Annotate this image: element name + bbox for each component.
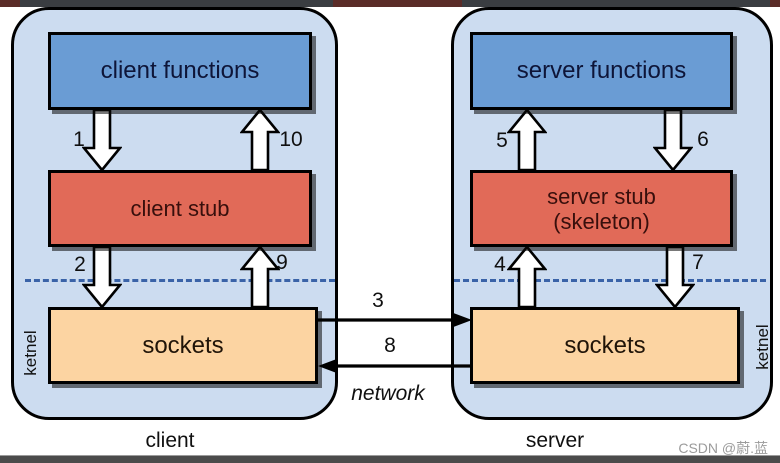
arrow-4-up-icon — [507, 246, 547, 308]
step-6-label: 6 — [697, 128, 709, 151]
server-stub-label-line1: server stub — [547, 183, 656, 209]
step-7-label: 7 — [692, 251, 704, 274]
step-8-label: 8 — [384, 334, 396, 357]
step-3-label: 3 — [372, 289, 384, 312]
arrow-6-down-icon — [653, 109, 693, 171]
step-9-label: 9 — [276, 251, 288, 274]
server-functions-label: server functions — [516, 57, 687, 84]
client-functions-label: client functions — [100, 57, 260, 84]
arrow-7-down-icon — [655, 246, 695, 308]
client-caption: client — [145, 429, 195, 452]
top-screen-sliver — [0, 0, 780, 7]
client-sockets-box: sockets — [48, 307, 318, 384]
client-kernel-label: ketnel — [21, 330, 40, 376]
client-functions-box: client functions — [48, 32, 312, 110]
bottom-screen-sliver — [0, 455, 780, 463]
step-2-label: 2 — [74, 253, 86, 276]
step-10-label: 10 — [279, 128, 303, 151]
top-sliver-segment — [20, 0, 333, 7]
step-5-label: 5 — [496, 129, 508, 152]
arrow-9-up-icon — [240, 246, 280, 308]
step-1-label: 1 — [73, 128, 85, 151]
server-kernel-label: ketnel — [753, 324, 772, 370]
arrow-10-up-icon — [240, 109, 280, 171]
step-4-label: 4 — [494, 253, 506, 276]
top-sliver-segment — [462, 0, 770, 7]
server-user-kernel-boundary — [454, 279, 766, 282]
arrow-2-down-icon — [82, 246, 122, 308]
arrow-1-down-icon — [82, 109, 122, 171]
server-sockets-label: sockets — [564, 331, 646, 359]
csdn-watermark: CSDN @蔚.蓝 — [678, 440, 768, 456]
client-stub-label: client stub — [130, 195, 230, 221]
server-caption: server — [525, 429, 585, 452]
client-user-kernel-boundary — [25, 279, 335, 282]
server-stub-label-line2: (skeleton) — [553, 208, 650, 234]
server-stub-box: server stub (skeleton) — [470, 170, 733, 247]
network-label: network — [351, 382, 425, 405]
arrow-5-up-icon — [507, 109, 547, 171]
server-sockets-box: sockets — [470, 307, 740, 384]
server-functions-box: server functions — [470, 32, 733, 110]
client-sockets-label: sockets — [142, 331, 224, 359]
client-stub-box: client stub — [48, 170, 312, 247]
network-arrows-icon — [318, 312, 472, 374]
